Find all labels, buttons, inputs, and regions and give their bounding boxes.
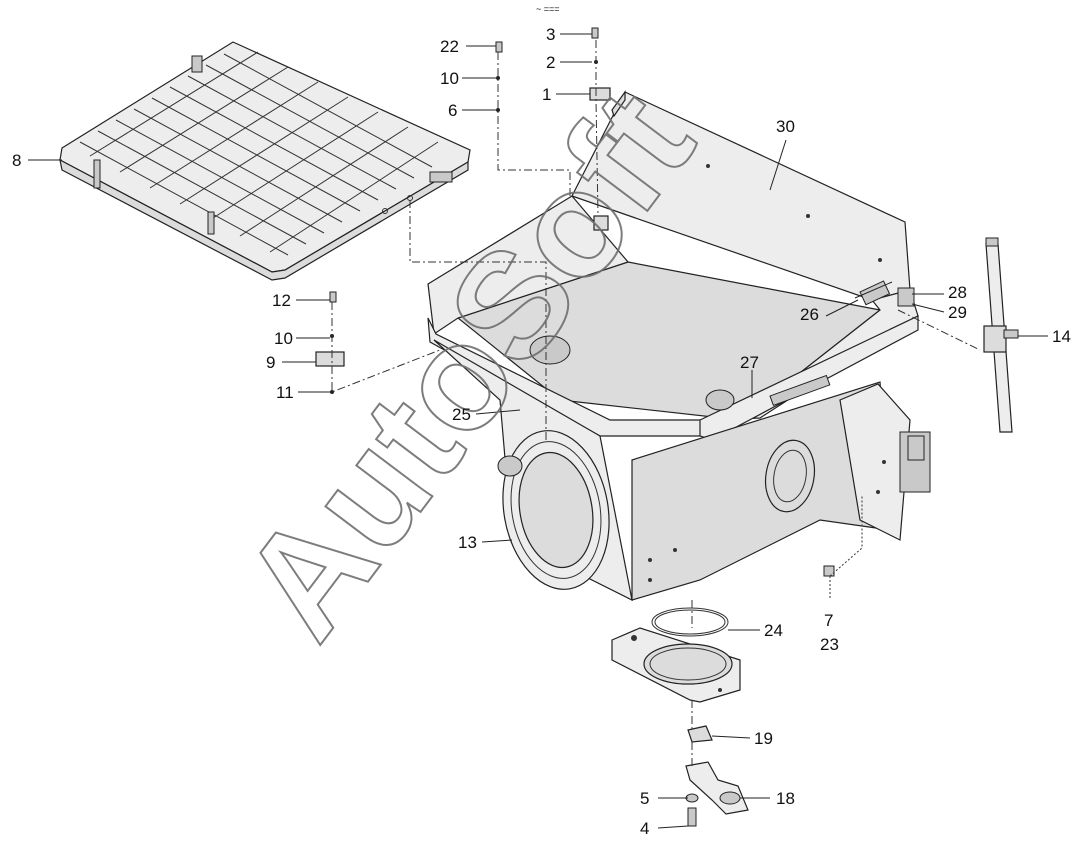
callout-26: 26 <box>800 305 819 324</box>
callout-19: 19 <box>754 729 773 748</box>
leader-lines <box>28 33 1048 829</box>
callout-10-left: 10 <box>274 329 293 348</box>
callout-4: 4 <box>640 819 649 838</box>
callout-7: 7 <box>824 611 833 630</box>
callout-27: 27 <box>740 353 759 372</box>
callout-10-top: 10 <box>440 69 459 88</box>
callout-13: 13 <box>458 533 477 552</box>
callout-5: 5 <box>640 789 649 808</box>
rod-part <box>983 237 1019 433</box>
callout-11: 11 <box>276 383 294 402</box>
callout-8: 8 <box>12 151 21 170</box>
small-hardware <box>315 27 835 577</box>
grate-part <box>59 41 471 281</box>
bottom-plate-part <box>611 607 741 703</box>
callout-22: 22 <box>440 37 459 56</box>
callout-23: 23 <box>820 635 839 654</box>
callout-12: 12 <box>272 291 291 310</box>
callout-30: 30 <box>776 117 795 136</box>
callout-6: 6 <box>448 101 457 120</box>
header-mark: ~ === <box>536 4 560 14</box>
callout-2: 2 <box>546 53 555 72</box>
hopper-body <box>427 90 931 602</box>
callout-14: 14 <box>1052 327 1071 346</box>
callout-3: 3 <box>546 25 555 44</box>
assembly-lines <box>331 40 981 766</box>
callout-labels: 8 22 10 6 3 2 1 30 12 10 9 11 26 28 29 1… <box>12 25 1071 838</box>
callout-25: 25 <box>452 405 471 424</box>
callout-18: 18 <box>776 789 795 808</box>
lower-bracket-part <box>685 725 749 827</box>
callout-9: 9 <box>266 353 275 372</box>
callout-1: 1 <box>542 85 551 104</box>
callout-24: 24 <box>764 621 783 640</box>
callout-29: 29 <box>948 303 967 322</box>
callout-28: 28 <box>948 283 967 302</box>
